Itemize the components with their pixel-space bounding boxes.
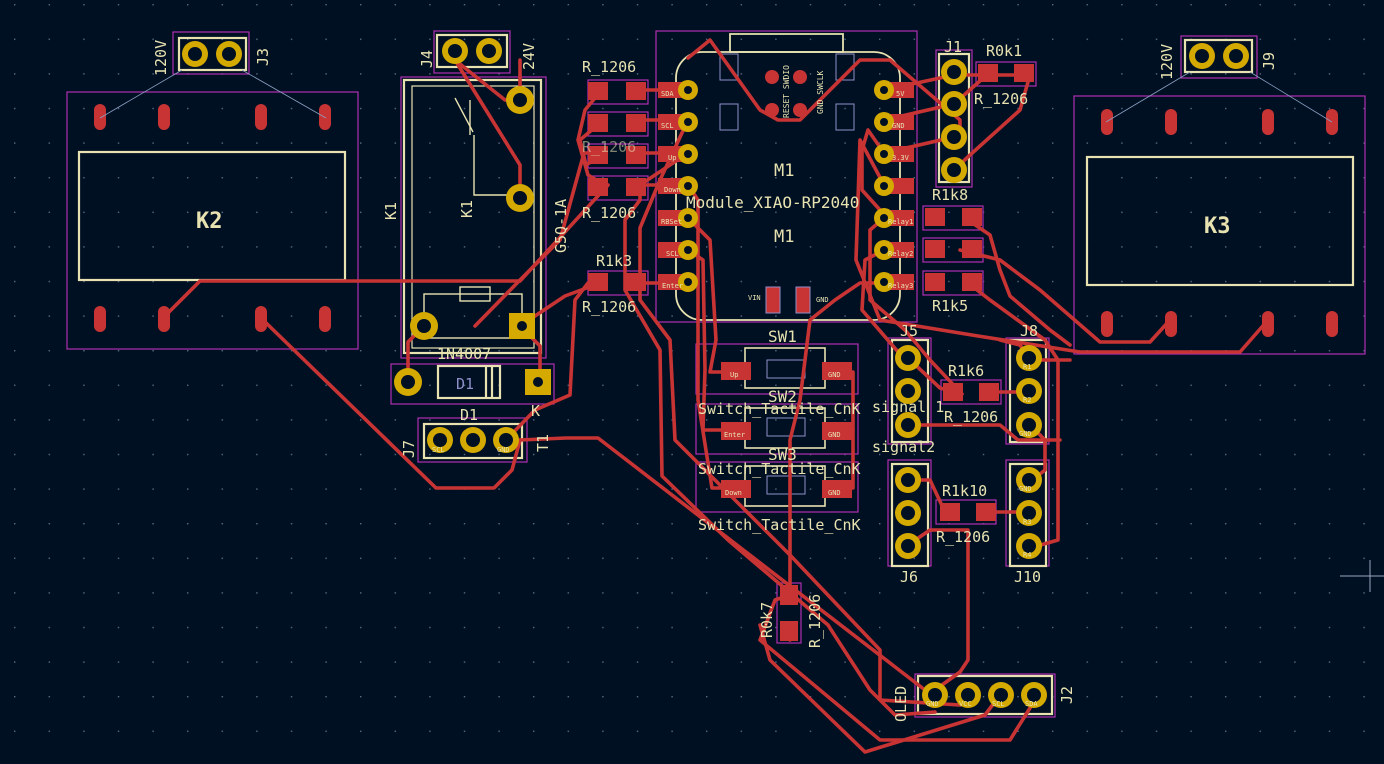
sw2-reference: SW2 (768, 387, 797, 406)
m1-pad-label: GND (892, 122, 905, 130)
r1k5-reference: R1k5 (932, 297, 968, 315)
m1-pad-label: Relay3 (888, 282, 913, 290)
d1-body-outline (436, 364, 502, 400)
sw2-pad-label: GND (828, 431, 841, 439)
m1-swd-pads (765, 70, 807, 117)
r1k8-reference: R1k8 (932, 186, 968, 204)
m1-swd-label: GND SWCLK (816, 70, 825, 114)
resistor-footprint-value: R_1206 (806, 594, 824, 648)
cursor-crosshair (1340, 560, 1384, 592)
resistor-footprint-value: R_1206 (582, 298, 636, 316)
m1-pad-label: Relay2 (888, 250, 913, 258)
j2-pad-label: GND (926, 700, 939, 708)
r1k3-reference: R1k3 (596, 252, 632, 270)
j8-pad-label: R1 (1023, 363, 1031, 371)
m1-swd-label: RESET SWDIO (782, 65, 791, 118)
j5-signal-label: signal 1 (872, 398, 944, 416)
m1-reference: M1 (774, 161, 794, 181)
j10-reference: J10 (1014, 568, 1041, 586)
resistor-footprint-value: R_1206 (582, 58, 636, 76)
d1-cathode-label: K (531, 402, 540, 420)
m1-pad-label: Enter (662, 282, 683, 290)
resistor-footprint-value: R_1206 (944, 408, 998, 426)
j10-pad-label: R4 (1023, 551, 1031, 559)
j5-reference: J5 (900, 322, 918, 340)
j2-pad-label: SCL (992, 700, 1005, 708)
ratsnest (99, 69, 1333, 123)
d1-body-label: D1 (456, 375, 474, 393)
sw3-reference: SW3 (768, 445, 797, 464)
m1-pad-label: SCL (661, 122, 674, 130)
pad-micro-labels: SDA SCL Up Down RBSet SCL Enter 5V GND 3… (432, 90, 1038, 708)
j8-reference: J8 (1020, 322, 1038, 340)
j1-reference: J1 (944, 38, 962, 56)
j9-value: 120V (1158, 44, 1176, 80)
k3-body-outline (1085, 155, 1355, 287)
j6-reference: J6 (900, 568, 918, 586)
d1-value: 1N4007 (437, 345, 491, 363)
m1-pad-label: RBSet (661, 218, 682, 226)
r0k7-reference: R0k7 (758, 602, 776, 638)
j8-pad-label: GND (1019, 430, 1032, 438)
m1-value: Module_XIAO-RP2040 (686, 193, 859, 212)
j3-value: 120V (152, 40, 170, 76)
j6-signal-label: signal2 (872, 438, 935, 456)
sw3-value: Switch_Tactile_CnK (698, 516, 861, 534)
j2-pad-label: SDA (1025, 700, 1038, 708)
sw1-pad-label: GND (828, 371, 841, 379)
m1-pad-label: Relay1 (888, 218, 913, 226)
sw2-value: Switch_Tactile_CnK (698, 460, 861, 478)
m1-gnd-label: GND (816, 296, 829, 304)
r0k1-reference: R0k1 (986, 42, 1022, 60)
j4-value: 24V (520, 43, 538, 70)
m1-pad-label: SDA (661, 90, 674, 98)
j4-reference: J4 (418, 50, 436, 68)
m1-pad-label: Down (664, 186, 681, 194)
j7-pad-label: SCL (432, 446, 445, 454)
j7-reference: J7 (400, 440, 418, 458)
m1-pad-label: SCL (666, 250, 679, 258)
j7-pad-label: GND (497, 446, 510, 454)
m1-vin-label: VIN (748, 294, 761, 302)
j2-reference: J2 (1058, 686, 1076, 704)
d1-reference: D1 (460, 406, 478, 424)
r1k6-reference: R1k6 (948, 362, 984, 380)
resistor-footprint-value: R_1206 (582, 138, 636, 156)
k2-reference: K2 (196, 209, 223, 234)
sw1-reference: SW1 (768, 327, 797, 346)
j2-value: OLED (892, 686, 910, 722)
k1-body-outline (402, 78, 543, 355)
sw3-pad-label: Down (725, 489, 742, 497)
m1-reference-fab: M1 (774, 227, 794, 247)
sw1-value: Switch_Tactile_CnK (698, 400, 861, 418)
resistor-footprint-value: R_1206 (974, 90, 1028, 108)
silkscreen-text: K2 K3 K1 K1 G5Q-1A J3 120V J9 120V J4 24… (152, 38, 1278, 722)
resistor-footprint-value: R_1206 (936, 528, 990, 546)
sw3-pad-label: GND (828, 489, 841, 497)
j9-reference: J9 (1260, 52, 1278, 70)
sw1-pad-label: Up (730, 371, 738, 379)
sw2-pad-label: Enter (724, 431, 745, 439)
j10-pad-label: R3 (1023, 518, 1031, 526)
m1-pad-label: 5V (896, 90, 905, 98)
m1-pad-label: 3.3V (892, 154, 910, 162)
m1-pad-label: Up (668, 154, 676, 162)
k1-reference: K1 (382, 202, 400, 220)
m1-fab-pads (719, 53, 855, 495)
k3-reference: K3 (1204, 214, 1231, 239)
thru-hole-pads (182, 38, 1249, 708)
j2-pad-label: VCC (959, 700, 972, 708)
j3-reference: J3 (254, 48, 272, 66)
k1-reference-fab: K1 (458, 200, 476, 218)
t1-reference: T1 (534, 434, 552, 452)
j10-pad-label: GND (1019, 485, 1032, 493)
j8-pad-label: R2 (1023, 396, 1031, 404)
k1-value: G5Q-1A (552, 199, 570, 253)
r1k10-reference: R1k10 (942, 482, 987, 500)
resistor-footprint-value: R_1206 (582, 204, 636, 222)
